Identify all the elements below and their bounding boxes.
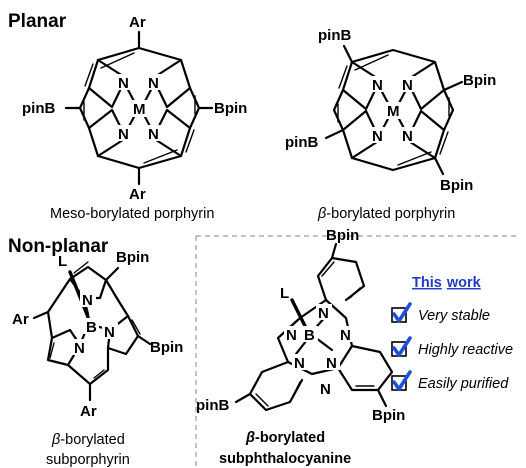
atom-m: M [133, 101, 146, 118]
caption-rest: -borylated [60, 432, 124, 448]
beta-symbol: β [51, 432, 60, 448]
atom-n-ul: N [118, 75, 129, 92]
meso-ar-top: Ar [129, 14, 146, 31]
metal-to-nitrogen-bonds [124, 84, 155, 134]
beta-pinb-left: pinB [285, 134, 318, 151]
feature-label: Highly reactive [418, 342, 513, 358]
subpc-caption-line2: subphthalocyanine [219, 451, 351, 467]
subpor-l: L [58, 253, 67, 270]
beta-symbol: β [317, 206, 326, 222]
atom-n-left: N [286, 327, 297, 344]
subpor-bpin-top: Bpin [116, 249, 149, 266]
planar-heading: Planar [8, 11, 67, 32]
beta-bpin-bottom: Bpin [440, 177, 473, 194]
atom-n-top: N [82, 292, 93, 309]
atom-n-inner-left: N [294, 355, 305, 372]
atom-n-right: N [104, 324, 115, 341]
atom-n-lr: N [402, 128, 413, 145]
meso-bpin-right: Bpin [214, 100, 247, 117]
subpor-ar-bottom: Ar [80, 403, 97, 420]
checkmark-icon [392, 370, 412, 391]
beta-pinb-top: pinB [318, 27, 351, 44]
feature-label: Easily purified [418, 376, 509, 392]
subpor-caption-line2: subporphyrin [46, 452, 130, 468]
subpc-bpin-bottom: Bpin [372, 407, 405, 424]
subporphyrin-structure: N N N B L Bpin Bpin Ar Ar [12, 249, 183, 420]
subpc-l: L [280, 285, 289, 302]
atom-n-ll: N [118, 126, 129, 143]
subpc-pinb-left: pinB [196, 397, 229, 414]
meso-porphyrin-structure: N N N N M Ar Ar pinB Bpin [22, 14, 247, 203]
feature-item: Highly reactive [391, 336, 513, 358]
atom-n-bottom: N [320, 381, 331, 398]
checkmark-icon [392, 336, 412, 357]
atom-n-ul: N [372, 77, 383, 94]
subpor-ar-left: Ar [12, 311, 29, 328]
subpc-caption-line1: β-borylated [245, 430, 325, 446]
beta-symbol: β [245, 430, 255, 446]
atom-n-top: N [318, 305, 329, 322]
subphthalocyanine-structure: N N N B N N N L Bpin pinB Bpin [196, 227, 405, 424]
beta-porphyrin-structure: N N N N M pinB Bpin pinB Bpin [285, 27, 496, 194]
beta-bpin-right: Bpin [463, 72, 496, 89]
meso-caption: Meso-borylated porphyrin [50, 206, 214, 222]
meso-ar-bottom: Ar [129, 186, 146, 203]
atom-b: B [304, 327, 315, 344]
non-planar-heading: Non-planar [8, 236, 109, 257]
atom-n-ur: N [402, 77, 413, 94]
dashed-separator [195, 235, 518, 466]
checkmark-icon [392, 302, 412, 323]
subpor-caption-line1: β-borylated [51, 432, 125, 448]
subpc-bpin-top: Bpin [326, 227, 359, 244]
this-word: This [412, 275, 442, 291]
atom-n-left: N [74, 340, 85, 357]
caption-rest: -borylated [255, 430, 325, 446]
work-word: work [446, 275, 482, 291]
atom-n-lr: N [148, 126, 159, 143]
feature-item: Easily purified [391, 370, 509, 392]
atom-n-inner-right: N [326, 355, 337, 372]
meso-pinb-left: pinB [22, 100, 55, 117]
beta-porphyrin-caption: β-borylated porphyrin [317, 206, 455, 222]
atom-b: B [86, 319, 97, 336]
beta-caption-rest: -borylated porphyrin [326, 206, 455, 222]
feature-label: Very stable [418, 308, 490, 324]
atom-m: M [387, 103, 400, 120]
porphyrin-double-bonds [83, 52, 196, 164]
atom-n-ll: N [372, 128, 383, 145]
subpor-bpin-right: Bpin [150, 339, 183, 356]
atom-n-right: N [340, 327, 351, 344]
feature-item: Very stable [391, 302, 490, 324]
atom-n-ur: N [148, 75, 159, 92]
